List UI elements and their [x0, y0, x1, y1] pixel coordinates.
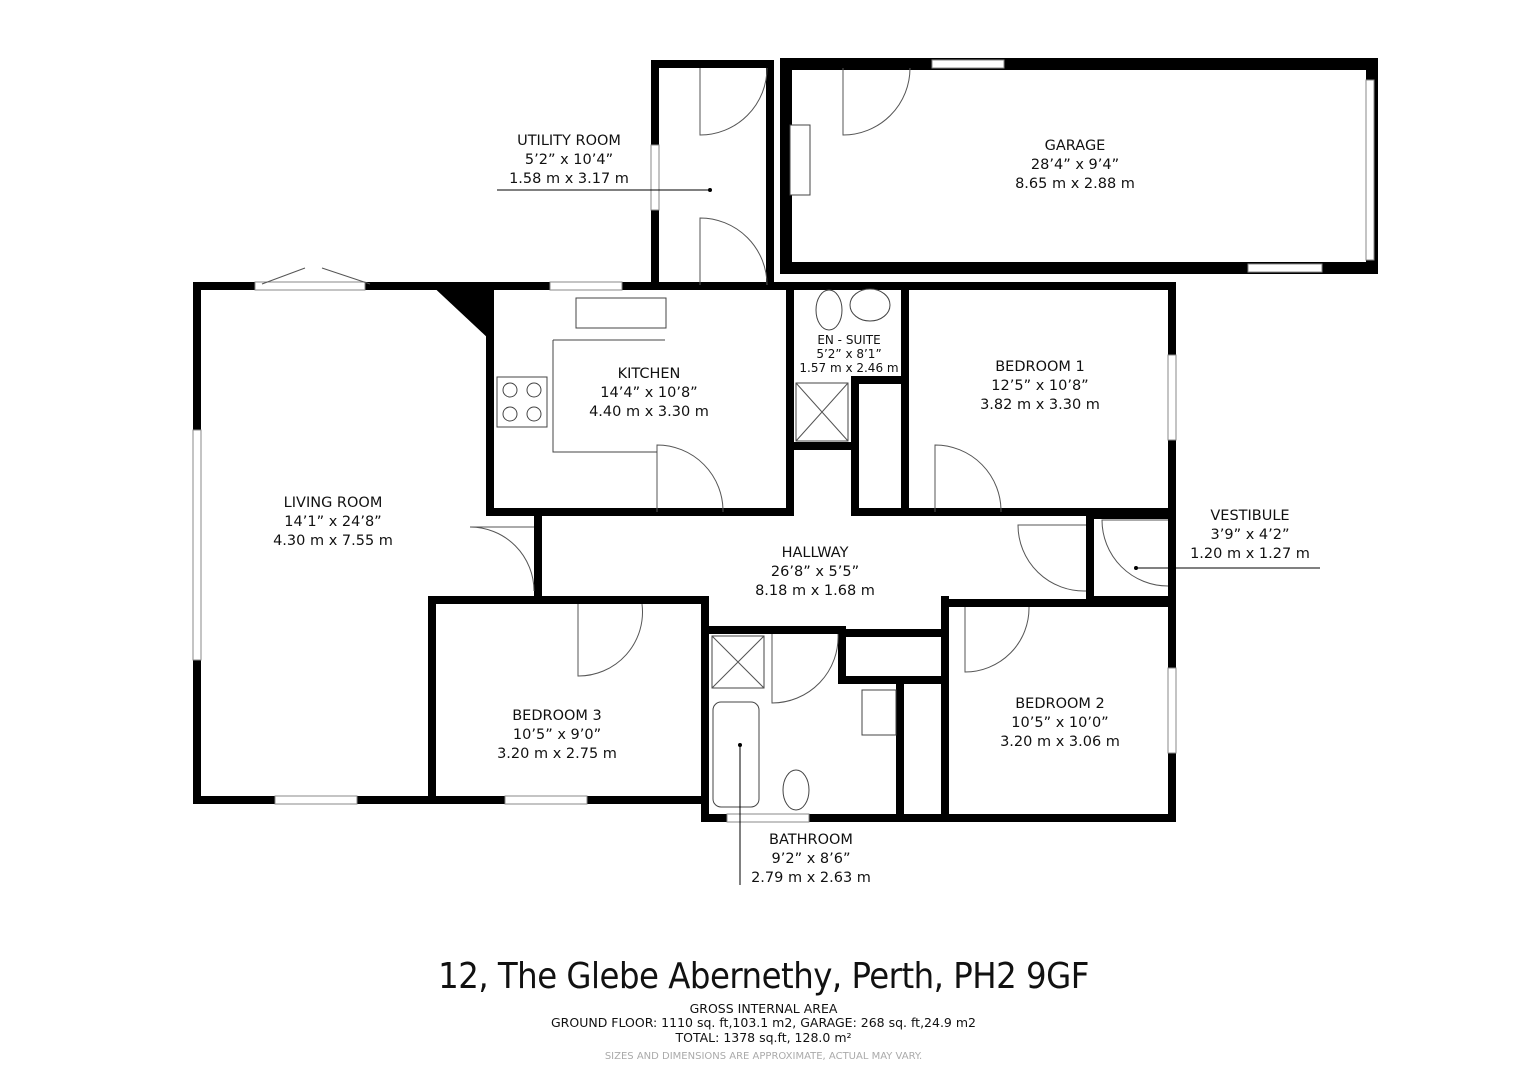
pointers	[497, 188, 1320, 885]
svg-text:8.18 m x 1.68 m: 8.18 m x 1.68 m	[755, 583, 875, 599]
toilet-icon	[782, 769, 810, 811]
room-label-bedroom-1: BEDROOM 1 12’5” x 10’8” 3.82 m x 3.30 m	[980, 359, 1100, 413]
basin-icon	[849, 288, 891, 322]
svg-text:8.65 m x 2.88 m: 8.65 m x 2.88 m	[1015, 176, 1135, 192]
room-label-en-suite: EN - SUITE 5’2” x 8’1” 1.57 m x 2.46 m	[799, 333, 898, 375]
property-address-title: 12, The Glebe Abernethy, Perth, PH2 9GF	[438, 956, 1089, 997]
gia-floor-areas: GROUND FLOOR: 1110 sq. ft,103.1 m2, GARA…	[551, 1015, 976, 1030]
svg-text:BEDROOM 1: BEDROOM 1	[995, 359, 1085, 375]
room-label-garage: GARAGE 28’4” x 9’4” 8.65 m x 2.88 m	[1015, 138, 1135, 192]
svg-text:LIVING ROOM: LIVING ROOM	[284, 495, 383, 511]
bath-icon	[712, 701, 760, 808]
disclaimer: SIZES AND DIMENSIONS ARE APPROXIMATE, AC…	[604, 1051, 923, 1062]
svg-text:3’9” x 4’2”: 3’9” x 4’2”	[1211, 527, 1290, 543]
doors	[261, 67, 1169, 704]
toilet-icon	[815, 289, 843, 331]
hob-icon	[496, 376, 548, 428]
windows	[192, 59, 1375, 823]
svg-text:10’5” x 9’0”: 10’5” x 9’0”	[513, 727, 601, 743]
svg-text:28’4” x 9’4”: 28’4” x 9’4”	[1031, 157, 1119, 173]
room-label-bedroom-2: BEDROOM 2 10’5” x 10’0” 3.20 m x 3.06 m	[1000, 696, 1120, 750]
svg-text:UTILITY ROOM: UTILITY ROOM	[517, 133, 621, 149]
svg-text:4.40 m x 3.30 m: 4.40 m x 3.30 m	[589, 404, 709, 420]
svg-text:2.79 m x 2.63 m: 2.79 m x 2.63 m	[751, 870, 871, 886]
svg-text:5’2” x 8’1”: 5’2” x 8’1”	[816, 347, 881, 361]
room-label-utility-room: UTILITY ROOM 5’2” x 10’4” 1.58 m x 3.17 …	[509, 133, 629, 187]
svg-text:1.20 m x 1.27 m: 1.20 m x 1.27 m	[1190, 546, 1310, 562]
room-label-vestibule: VESTIBULE 3’9” x 4’2” 1.20 m x 1.27 m	[1190, 508, 1310, 562]
svg-text:3.20 m x 2.75 m: 3.20 m x 2.75 m	[497, 746, 617, 762]
svg-text:BEDROOM 3: BEDROOM 3	[512, 708, 602, 724]
gia-total: TOTAL: 1378 sq.ft, 128.0 m²	[675, 1030, 852, 1045]
room-label-bathroom: BATHROOM 9’2” x 8’6” 2.79 m x 2.63 m	[751, 832, 871, 886]
svg-text:1.58 m x 3.17 m: 1.58 m x 3.17 m	[509, 171, 629, 187]
sink-icon	[575, 297, 667, 329]
svg-text:HALLWAY: HALLWAY	[782, 545, 849, 561]
svg-text:12’5” x 10’8”: 12’5” x 10’8”	[991, 378, 1088, 394]
svg-text:3.82 m x 3.30 m: 3.82 m x 3.30 m	[980, 397, 1100, 413]
room-label-living-room: LIVING ROOM 14’1” x 24’8” 4.30 m x 7.55 …	[273, 495, 393, 549]
room-label-kitchen: KITCHEN 14’4” x 10’8” 4.40 m x 3.30 m	[589, 366, 709, 420]
walls	[193, 58, 1378, 822]
svg-text:1.57 m x 2.46 m: 1.57 m x 2.46 m	[799, 361, 898, 375]
fixtures	[496, 124, 897, 811]
svg-text:KITCHEN: KITCHEN	[618, 366, 681, 382]
svg-text:10’5” x 10’0”: 10’5” x 10’0”	[1011, 715, 1108, 731]
gia-heading: GROSS INTERNAL AREA	[689, 1001, 838, 1016]
svg-text:26’8” x 5’5”: 26’8” x 5’5”	[771, 564, 859, 580]
svg-text:14’1” x 24’8”: 14’1” x 24’8”	[284, 514, 381, 530]
room-label-hallway: HALLWAY 26’8” x 5’5” 8.18 m x 1.68 m	[755, 545, 875, 599]
svg-text:BEDROOM 2: BEDROOM 2	[1015, 696, 1105, 712]
svg-text:4.30 m x 7.55 m: 4.30 m x 7.55 m	[273, 533, 393, 549]
svg-text:9’2” x 8’6”: 9’2” x 8’6”	[772, 851, 851, 867]
room-label-bedroom-3: BEDROOM 3 10’5” x 9’0” 3.20 m x 2.75 m	[497, 708, 617, 762]
svg-text:BATHROOM: BATHROOM	[769, 832, 853, 848]
svg-text:EN - SUITE: EN - SUITE	[817, 333, 880, 347]
svg-text:GARAGE: GARAGE	[1045, 138, 1106, 154]
door-arrow-icon	[789, 124, 811, 196]
wall-corner	[428, 282, 490, 340]
svg-text:5’2” x 10’4”: 5’2” x 10’4”	[525, 152, 613, 168]
basin-icon	[861, 689, 897, 736]
svg-text:3.20 m x 3.06 m: 3.20 m x 3.06 m	[1000, 734, 1120, 750]
svg-text:14’4” x 10’8”: 14’4” x 10’8”	[600, 385, 697, 401]
svg-text:VESTIBULE: VESTIBULE	[1210, 508, 1289, 524]
